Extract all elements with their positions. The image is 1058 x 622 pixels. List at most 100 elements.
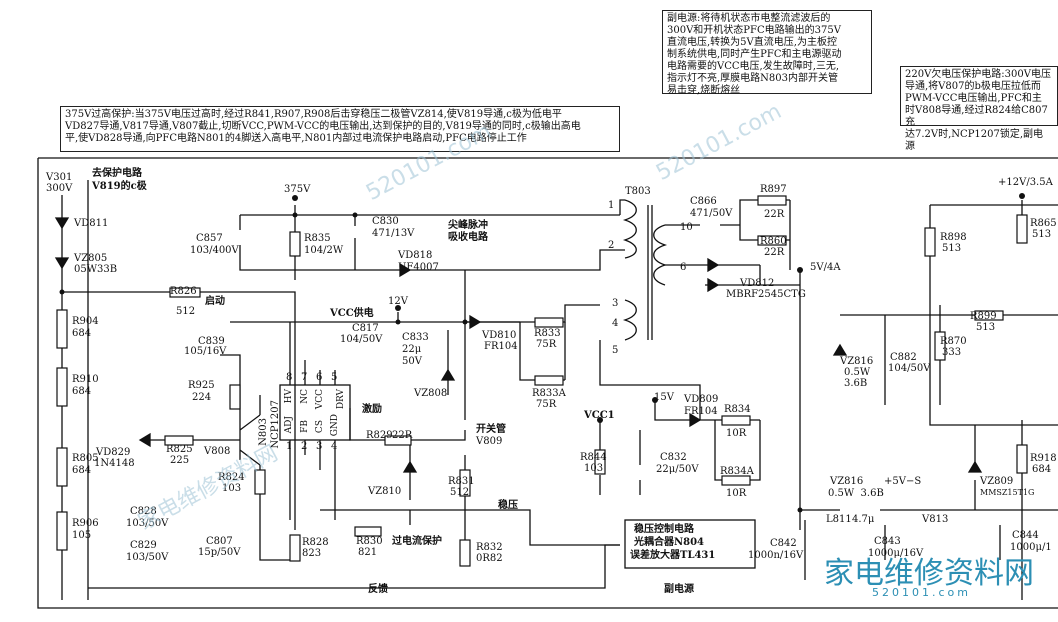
brand-logo-text: 家电维修资料网	[824, 556, 1034, 591]
label-c830-value: 471/13V	[372, 228, 415, 239]
label-t803: T803	[625, 186, 651, 197]
label-c839-value: 105/16V	[184, 346, 227, 357]
label-l811: L811	[826, 514, 852, 525]
label-t803-pin2: 2	[608, 240, 615, 251]
r904-symbol	[56, 309, 68, 349]
label-c833-value-1: 22μ	[402, 344, 422, 355]
r832-symbol	[459, 539, 471, 567]
label-r906: R906	[72, 518, 99, 529]
r834-symbol	[721, 415, 751, 426]
label-c817: C817	[352, 323, 379, 334]
t803-primary-a	[622, 199, 637, 259]
label-feedback: 反馈	[368, 584, 388, 595]
label-r870-value: 333	[942, 347, 962, 358]
label-c844-value: 1000μ/1	[1010, 542, 1052, 553]
label-r899-value: 513	[976, 322, 996, 333]
label-ctrl-2: 光耦合器N804	[634, 537, 705, 548]
r825-symbol	[164, 435, 194, 446]
vz809-symbol	[967, 460, 983, 473]
label-excite: 激励	[362, 404, 382, 415]
label-r825: R825	[166, 444, 193, 455]
label-pin5: 5	[331, 372, 338, 383]
label-pin2: 2	[301, 441, 308, 452]
r899-symbol	[974, 310, 1004, 321]
t803-pin2	[480, 249, 625, 271]
label-r828-value: 823	[302, 548, 322, 559]
label-vd829-value: 1N4148	[94, 458, 135, 469]
frame-border	[37, 157, 1058, 609]
label-vz816-a-value: 0.5W 3.6B	[828, 488, 884, 499]
label-r824: R824	[218, 472, 245, 483]
control-box	[624, 519, 756, 569]
label-r918-value: 684	[1032, 464, 1052, 475]
r833a-symbol	[534, 375, 564, 386]
v808-transistor	[150, 414, 261, 466]
label-r832-value: 0R82	[476, 553, 503, 564]
label-vz816-b-value-1: 0.5W	[844, 367, 871, 378]
label-12v: 12V	[388, 296, 408, 307]
label-c807: C807	[206, 536, 233, 547]
label-spike-absorb-2: 吸收电路	[448, 232, 488, 243]
label-ncp1207: NCP1207	[270, 400, 281, 449]
label-pin-vcc: VCC	[315, 389, 325, 410]
diodes	[54, 217, 983, 473]
label-r904-value: 684	[72, 328, 92, 339]
output-caps	[804, 520, 1001, 580]
r897-symbol	[757, 195, 787, 206]
vd810-symbol	[469, 314, 482, 330]
r829-symbol	[384, 435, 412, 446]
vz810-symbol	[402, 460, 418, 473]
12v-rail	[929, 200, 1058, 426]
label-pin-hv: HV	[284, 389, 294, 404]
label-r925-value: 224	[192, 392, 212, 403]
r906-symbol	[56, 511, 68, 551]
label-r826: R826	[170, 286, 197, 297]
label-r834-value: 10R	[726, 428, 747, 439]
label-ctrl-3: 误差放大器TL431	[630, 550, 716, 561]
label-pin-drv: DRV	[336, 389, 346, 410]
label-vd811: VD811	[74, 218, 109, 229]
c882-line	[840, 314, 940, 405]
label-c832: C832	[660, 452, 687, 463]
label-r833a-value: 75R	[536, 399, 557, 410]
label-c857: C857	[196, 233, 223, 244]
label-c839: C839	[198, 336, 225, 347]
label-375v: 375V	[284, 184, 311, 195]
label-vd829: VD829	[96, 447, 131, 458]
label-pin8: 8	[286, 372, 293, 383]
note-375v-overvoltage: 375V过高保护:当375V电压过高时,经过R841,R907,R908后击穿稳…	[60, 106, 620, 152]
label-r834a: R834A	[720, 466, 754, 477]
label-c866: C866	[690, 196, 717, 207]
label-regulate: 稳压	[498, 500, 518, 511]
label-r904: R904	[72, 316, 99, 327]
r865-symbol	[1016, 214, 1028, 244]
label-r897: R897	[760, 184, 787, 195]
label-c844: C844	[1012, 530, 1039, 541]
label-r835: R835	[304, 233, 331, 244]
label-t803-pin3: 3	[612, 298, 619, 309]
label-vd809-value: FR104	[684, 406, 718, 417]
r833-symbol	[534, 317, 564, 328]
label-r833a: R833A	[532, 388, 566, 399]
label-r824-value: 103	[222, 483, 242, 494]
label-r830: R830	[356, 536, 383, 547]
label-c832-value: 22μ/50V	[656, 464, 699, 475]
label-vd818-value: UF4007	[398, 262, 439, 273]
label-pin-cs: CS	[315, 420, 325, 434]
label-r832: R832	[476, 542, 503, 553]
label-pin6: 6	[316, 372, 323, 383]
label-c817-value: 104/50V	[340, 334, 383, 345]
label-vz805: VZ805	[74, 253, 108, 264]
label-r925: R925	[188, 380, 215, 391]
label-switch: 开关管	[476, 424, 506, 435]
label-r828: R828	[302, 537, 329, 548]
label-pin1: 1	[286, 441, 293, 452]
vz816b-symbol	[832, 343, 848, 356]
label-c866-value: 471/50V	[690, 208, 733, 219]
components	[56, 195, 1028, 567]
label-c843: C843	[874, 536, 901, 547]
r826-symbol	[169, 287, 201, 298]
label-c882-value: 104/50V	[888, 363, 931, 374]
label-r906-value: 105	[72, 530, 92, 541]
vz805-symbol	[54, 257, 70, 270]
